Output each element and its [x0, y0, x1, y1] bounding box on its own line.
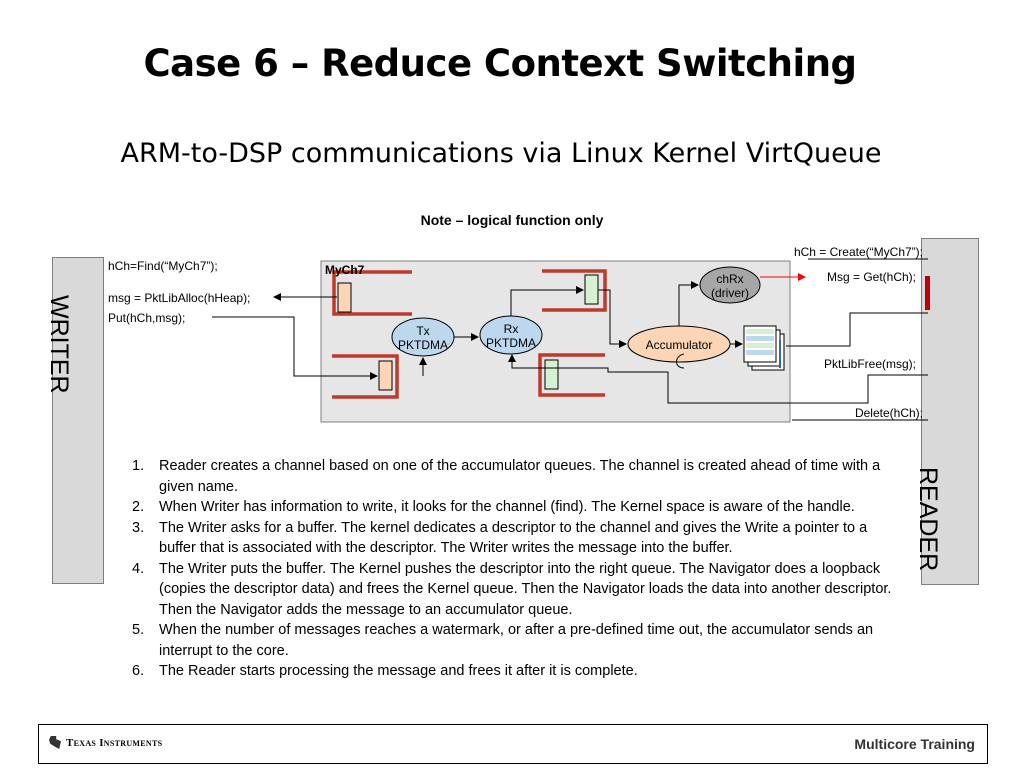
accumulator-queue-icon — [743, 325, 785, 371]
list-item: 3.The Writer asks for a buffer. The kern… — [132, 519, 868, 557]
arrow-put — [212, 316, 378, 380]
slide-title: Case 6 – Reduce Context Switching — [143, 42, 857, 85]
arrow-to-chrx — [678, 281, 699, 326]
texas-instruments-logo: Texas Instruments — [49, 736, 162, 749]
slide-subtitle: ARM-to-DSP communications via Linux Kern… — [120, 138, 882, 169]
list-item: 4.The Writer puts the buffer. The Kernel… — [132, 560, 892, 618]
note-label: Note – logical function only — [420, 212, 604, 228]
queue-bracket — [332, 354, 399, 399]
arrow-free — [508, 354, 928, 404]
chrx-driver-label: chRx (driver) — [711, 272, 749, 300]
writer-alloc-call: msg = PktLibAlloc(hHeap); — [108, 291, 251, 305]
ti-logo-icon — [49, 736, 61, 749]
descriptor — [378, 360, 393, 391]
list-item: 2.When Writer has information to write, … — [132, 499, 855, 515]
multicore-training-label: Multicore Training — [854, 736, 975, 752]
reader-get-call: Msg = Get(hCh); — [826, 270, 916, 284]
arrow-to-accumulator — [598, 289, 627, 348]
list-item: 5.When the number of messages reaches a … — [132, 622, 874, 659]
chrx-driver-node — [699, 266, 761, 304]
rx-pktdma-label: Rx PKTDMA — [485, 322, 536, 350]
descriptor — [337, 282, 352, 313]
writer-put-call: Put(hCh,msg); — [108, 311, 186, 325]
steps-list: 1.Reader creates a channel based on one … — [132, 456, 894, 682]
queue-bracket — [332, 270, 412, 316]
tx-pktdma-label: Tx PKTDMA — [397, 324, 448, 352]
accumulator-label: Accumulator — [645, 338, 713, 352]
list-item: 6.The Reader starts processing the messa… — [132, 663, 638, 679]
kernel-box-label: MyCh7 — [325, 263, 365, 277]
interrupt-marker — [925, 276, 930, 310]
descriptor — [584, 274, 599, 305]
footer-bar: Texas Instruments Multicore Training — [38, 724, 988, 764]
arrow-get — [786, 312, 928, 347]
queue-bracket — [538, 353, 605, 397]
list-item: 1.Reader creates a channel based on one … — [132, 458, 881, 495]
descriptor — [544, 359, 559, 390]
reader-free-call: PktLibFree(msg); — [823, 357, 916, 371]
writer-panel: WRITER — [45, 257, 104, 584]
writer-find-call: hCh=Find(“MyCh7”); — [108, 259, 218, 273]
reader-delete-call: Delete(hCh); — [854, 406, 923, 420]
reader-panel: READER — [914, 238, 979, 585]
reader-create-call: hCh = Create(“MyCh7”); — [793, 245, 923, 259]
accumulator-loop — [676, 353, 685, 369]
arrow-rx-to-queue — [510, 286, 584, 316]
